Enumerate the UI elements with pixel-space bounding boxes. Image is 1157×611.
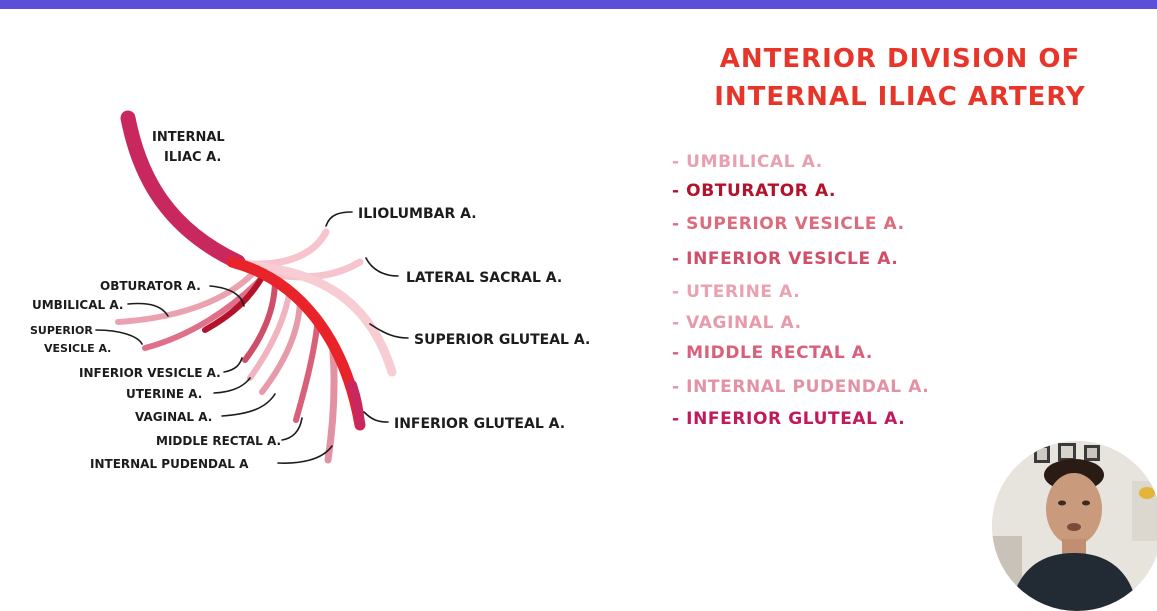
internal-pudendal-artery xyxy=(328,340,334,460)
list-item: - OBTURATOR A. xyxy=(672,181,836,201)
list-item: - INTERNAL PUDENDAL A. xyxy=(672,377,929,397)
leader-vaginal xyxy=(222,394,275,416)
list-item: - UMBILICAL A. xyxy=(672,152,823,172)
list-item: - INFERIOR VESICLE A. xyxy=(672,249,898,269)
label-internal-iliac-line1: INTERNAL xyxy=(152,130,225,145)
label-inferior-vesicle: INFERIOR VESICLE A. xyxy=(79,366,221,380)
presenter-webcam xyxy=(992,441,1157,611)
label-uterine: UTERINE A. xyxy=(126,387,202,401)
list-item: - UTERINE A. xyxy=(672,282,800,302)
presenter-image xyxy=(992,441,1157,611)
label-superior-vesicle-line2: VESICLE A. xyxy=(44,342,111,355)
leader-inferior-vesicle xyxy=(224,358,242,372)
label-obturator: OBTURATOR A. xyxy=(100,279,201,293)
label-vaginal: VAGINAL A. xyxy=(135,410,212,424)
title-line-2: INTERNAL ILIAC ARTERY xyxy=(700,78,1100,116)
leader-middle-rectal xyxy=(282,418,302,440)
label-middle-rectal: MIDDLE RECTAL A. xyxy=(156,434,281,448)
slide-title: ANTERIOR DIVISION OF INTERNAL ILIAC ARTE… xyxy=(700,40,1100,116)
label-internal-iliac-line2: ILIAC A. xyxy=(164,150,221,165)
list-item: - INFERIOR GLUTEAL A. xyxy=(672,409,905,429)
label-internal-pudendal: INTERNAL PUDENDAL A xyxy=(90,457,249,471)
list-item: - VAGINAL A. xyxy=(672,313,802,333)
leader-uterine xyxy=(214,378,250,393)
leader-inferior-gluteal xyxy=(364,412,388,422)
middle-rectal-artery xyxy=(296,318,318,420)
leader-lateral-sacral xyxy=(366,258,398,276)
label-inferior-gluteal: INFERIOR GLUTEAL A. xyxy=(394,416,565,432)
inferior-gluteal-tip xyxy=(352,385,360,425)
leader-iliolumbar xyxy=(326,212,352,226)
label-lateral-sacral: LATERAL SACRAL A. xyxy=(406,270,562,286)
leader-internal-pudendal xyxy=(278,446,332,463)
title-line-1: ANTERIOR DIVISION OF xyxy=(700,40,1100,78)
list-item: - MIDDLE RECTAL A. xyxy=(672,343,873,363)
label-iliolumbar: ILIOLUMBAR A. xyxy=(358,206,477,222)
label-umbilical: UMBILICAL A. xyxy=(32,298,123,312)
list-item: - SUPERIOR VESICLE A. xyxy=(672,214,905,234)
label-superior-vesicle-line1: SUPERIOR xyxy=(30,324,93,337)
label-superior-gluteal: SUPERIOR GLUTEAL A. xyxy=(414,332,590,348)
